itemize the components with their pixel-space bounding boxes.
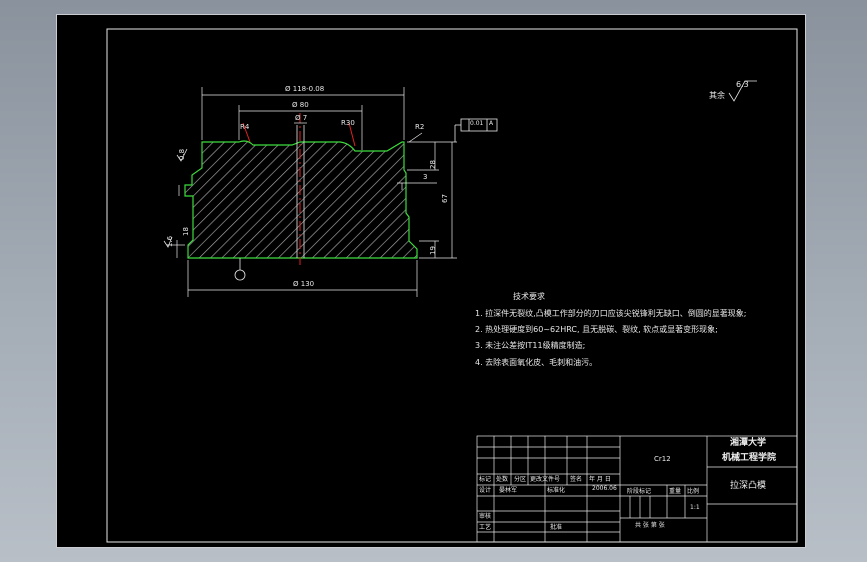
dim-step-right: 3 [423, 173, 428, 181]
stage-label: 阶段标记 [627, 488, 652, 495]
requirement-line-1: 1. 拉深件无裂纹,凸模工作部分的刃口应该尖锐锋利无缺口、倒圆的显著现象; [475, 309, 747, 318]
designer-name: 晏林军 [499, 487, 518, 494]
sheet-count: 共 张 第 张 [635, 522, 665, 529]
process-label: 工艺 [479, 524, 492, 531]
design-label: 设计 [479, 487, 492, 494]
university-name: 湘潭大学 [730, 438, 767, 448]
dim-mid-width: Ø 80 [292, 101, 309, 109]
cad-drawing [106, 28, 798, 543]
dim-chamfer: R2 [415, 123, 425, 131]
col-header-doc: 更改文件号 [530, 476, 561, 483]
dim-total-height: 67 [440, 194, 449, 203]
dim-radius-left: R4 [240, 123, 250, 131]
datum-letter: A [489, 120, 494, 127]
dim-lower-height: 19 [428, 246, 437, 255]
title-block [476, 435, 798, 543]
college-name: 机械工程学院 [722, 453, 777, 463]
col-header-count: 处数 [496, 476, 509, 483]
col-header-sign: 签名 [570, 476, 583, 483]
surface-finish-label: 其余 [709, 91, 725, 100]
material: Cr12 [654, 455, 671, 463]
review-label: 审核 [479, 513, 492, 520]
part-name: 拉深凸模 [730, 481, 767, 491]
col-header-mark: 标记 [479, 476, 492, 483]
standardization-label: 标准化 [547, 487, 566, 494]
dim-radius-right: R30 [341, 119, 355, 127]
dim-left-ground: 18 [181, 227, 190, 236]
requirement-line-4: 4. 去除表面氧化皮、毛刺和油污。 [475, 358, 598, 367]
tolerance-frame [454, 118, 498, 142]
roughness-left-value: 0.8 [178, 148, 187, 161]
roughness-bottom-value: 1.6 [166, 235, 175, 248]
requirement-line-2: 2. 热处理硬度到60~62HRC, 且无脱碳、裂纹, 软点或显著变形现象; [475, 325, 718, 334]
requirement-line-3: 3. 未注公差按IT11级精度制造; [475, 341, 586, 350]
tolerance-value: 0.01 [470, 120, 484, 127]
col-header-zone: 分区 [514, 476, 527, 483]
r-right-leader [348, 122, 356, 147]
roughness-symbol [728, 80, 757, 102]
dim-bore: Ø 7 [295, 114, 308, 122]
part-section [184, 140, 418, 259]
dim-top-width: Ø 118-0.08 [285, 85, 325, 93]
r-left-leader [242, 122, 251, 143]
scale-value: 1:1 [690, 504, 700, 511]
design-date: 2006.06 [592, 485, 617, 492]
surface-finish-value: 6.3 [736, 80, 749, 89]
dim-bottom-width: Ø 130 [293, 280, 315, 288]
weight-label: 重量 [669, 488, 682, 495]
datum-symbol [234, 258, 246, 281]
col-header-date: 年 月 日 [589, 476, 611, 483]
approve-label: 批准 [550, 524, 563, 531]
drawing-sheet: Ø 118-0.08 Ø 80 Ø 7 R4 R30 R2 0.01 A 28 … [56, 14, 806, 548]
scale-label: 比例 [687, 488, 700, 495]
dim-upper-height: 28 [428, 160, 437, 169]
requirements-heading: 技术要求 [513, 292, 545, 301]
inner-frame [106, 28, 798, 543]
